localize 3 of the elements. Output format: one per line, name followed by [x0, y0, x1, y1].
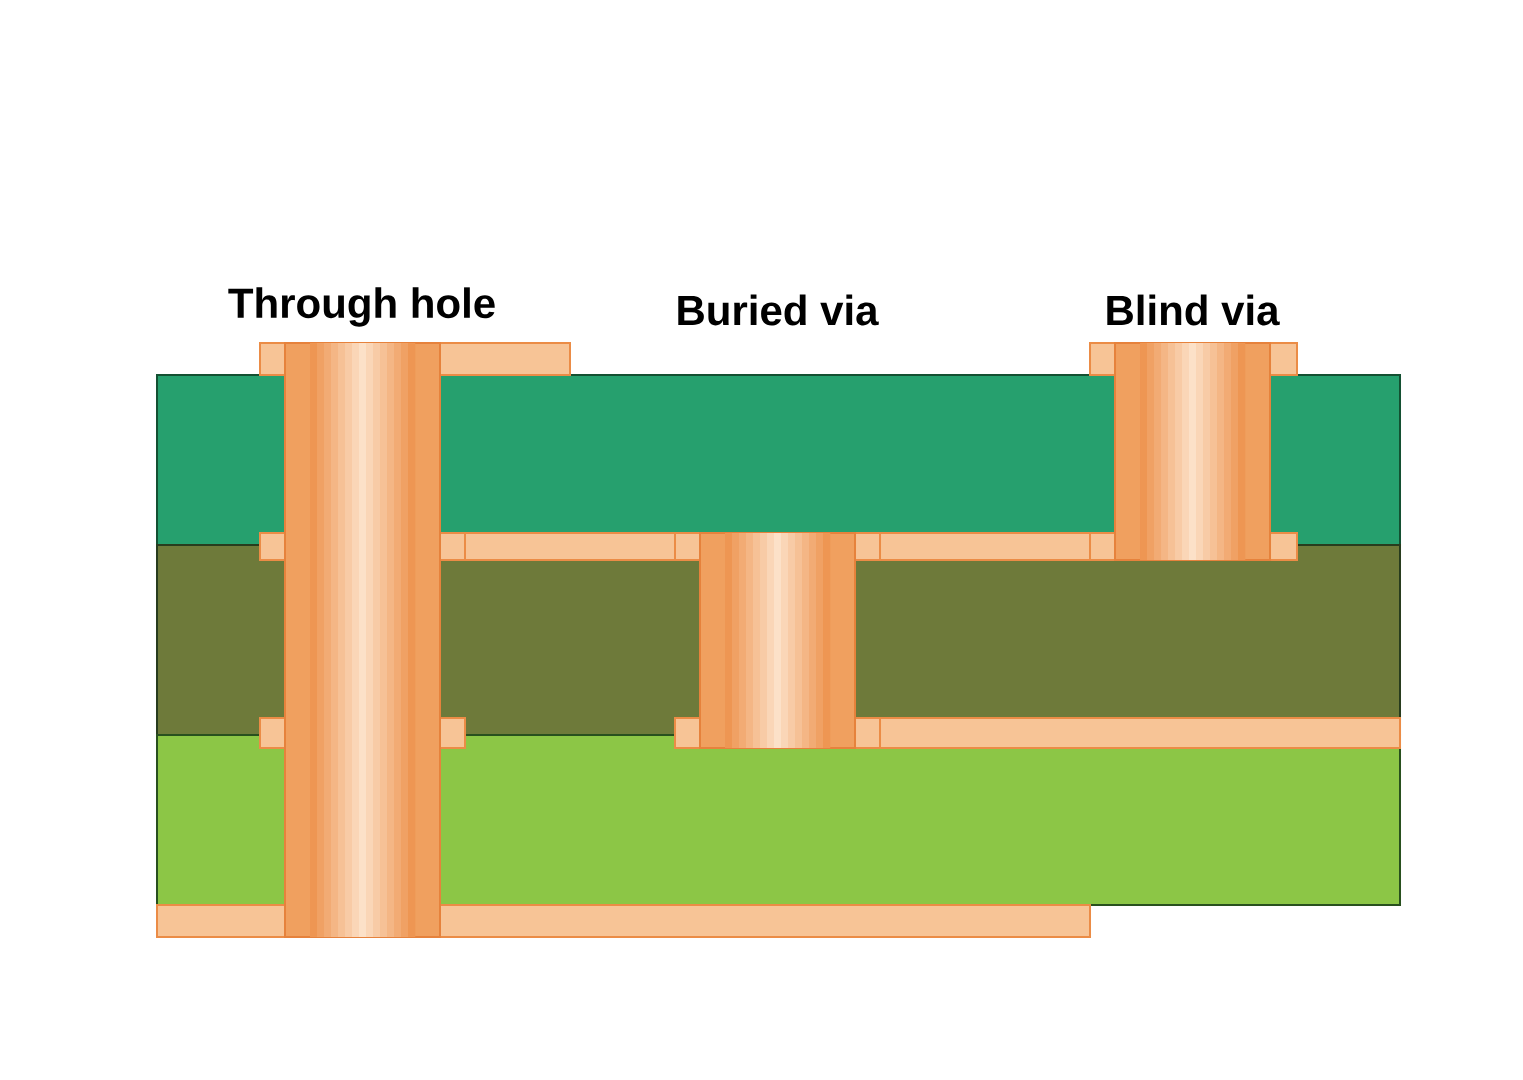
via-label: Through hole: [228, 287, 495, 327]
via-label: Buried via: [678, 294, 879, 326]
via-label: Blind via: [1107, 294, 1280, 326]
